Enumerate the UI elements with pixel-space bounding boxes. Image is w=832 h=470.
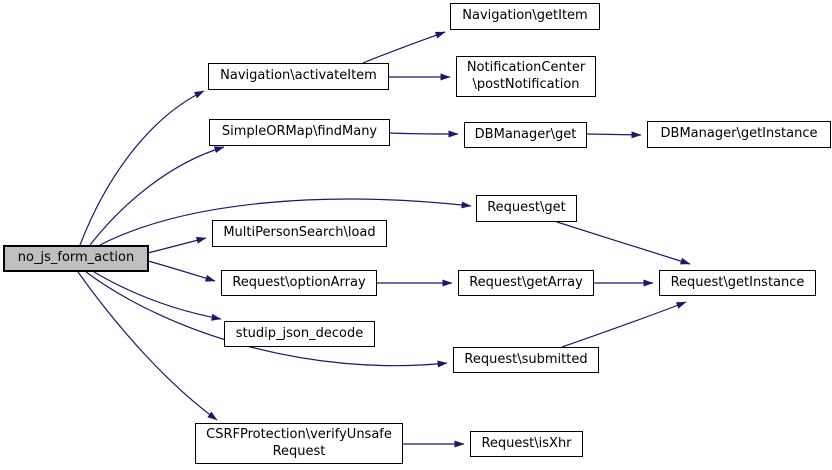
edge-submitted-to-getinstance — [561, 301, 687, 348]
node-simpleormap-findmany[interactable]: SimpleORMap\findMany — [209, 119, 390, 146]
node-label: Request\optionArray — [232, 274, 366, 290]
node-label: Navigation\activateItem — [220, 68, 377, 84]
edge-root-to-mps-load — [147, 236, 207, 254]
edge-activateitem-to-getitem — [362, 31, 446, 64]
node-label: Request\get — [487, 200, 566, 216]
node-multipersonsearch-load[interactable]: MultiPersonSearch\load — [212, 220, 387, 247]
edge-root-to-activateitem — [79, 90, 205, 246]
node-label: CSRFProtection\verifyUnsafe Request — [206, 426, 392, 459]
node-request-getarray[interactable]: Request\getArray — [458, 270, 594, 296]
node-csrfprotection-verifyunsaferequest[interactable]: CSRFProtection\verifyUnsafe Request — [195, 423, 403, 464]
edge-requestget-to-getinstance — [556, 221, 691, 265]
node-dbmanager-getinstance[interactable]: DBManager\getInstance — [647, 121, 831, 148]
node-request-isxhr[interactable]: Request\isXhr — [470, 431, 583, 457]
node-label: Request\submitted — [464, 351, 588, 367]
node-request-submitted[interactable]: Request\submitted — [453, 347, 599, 373]
node-label: Navigation\getItem — [462, 8, 588, 24]
node-dbmanager-get[interactable]: DBManager\get — [464, 122, 587, 148]
node-label: studip_json_decode — [235, 325, 364, 341]
node-studip-json-decode[interactable]: studip_json_decode — [224, 321, 375, 347]
node-label: Request\getInstance — [670, 274, 805, 290]
node-request-getinstance[interactable]: Request\getInstance — [659, 270, 816, 296]
edge-dbget-to-dbgetinstance — [586, 131, 642, 139]
edge-root-to-optionarray — [147, 260, 216, 282]
node-label: NotificationCenter \postNotification — [466, 59, 586, 92]
node-label: no_js_form_action — [17, 250, 135, 266]
node-request-get[interactable]: Request\get — [476, 195, 577, 222]
edge-root-to-request-get — [99, 198, 472, 246]
node-no-js-form-action: no_js_form_action — [3, 245, 149, 272]
node-label: SimpleORMap\findMany — [221, 124, 378, 140]
node-label: MultiPersonSearch\load — [223, 225, 376, 241]
edge-root-to-studip-json-decode — [93, 271, 222, 321]
node-navigation-activateitem[interactable]: Navigation\activateItem — [208, 63, 389, 90]
edge-root-to-csrf-verify — [77, 271, 218, 421]
edge-root-to-findmany — [89, 146, 225, 246]
node-label: DBManager\get — [474, 126, 577, 142]
node-notificationcenter-postnotification[interactable]: NotificationCenter \postNotification — [456, 56, 596, 97]
node-label: Request\isXhr — [481, 435, 572, 451]
node-navigation-getitem[interactable]: Navigation\getItem — [450, 3, 600, 30]
node-label: DBManager\getInstance — [660, 126, 818, 142]
edge-findmany-to-dbget — [389, 130, 459, 138]
node-request-optionarray[interactable]: Request\optionArray — [221, 270, 377, 296]
node-label: Request\getArray — [469, 274, 583, 290]
